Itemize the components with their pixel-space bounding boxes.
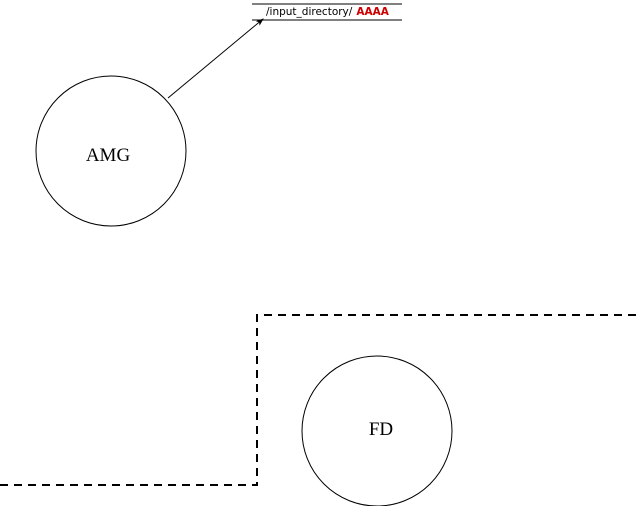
output-path-label: /input_directory/AAAA bbox=[252, 3, 402, 21]
amg-node[interactable]: AMG bbox=[35, 75, 187, 227]
amg-node-circle bbox=[35, 75, 187, 227]
path-directory: /input_directory/ bbox=[266, 6, 353, 18]
path-name: AAAA bbox=[356, 6, 389, 18]
dashed-boundary bbox=[0, 314, 639, 486]
amg-node-label: AMG bbox=[86, 145, 131, 166]
path-text: /input_directory/AAAA bbox=[266, 6, 390, 18]
fd-node-circle bbox=[301, 355, 453, 506]
fd-node-label: FD bbox=[369, 419, 393, 440]
amg-to-path-arrow bbox=[167, 18, 264, 99]
fd-node[interactable]: FD bbox=[301, 355, 453, 506]
